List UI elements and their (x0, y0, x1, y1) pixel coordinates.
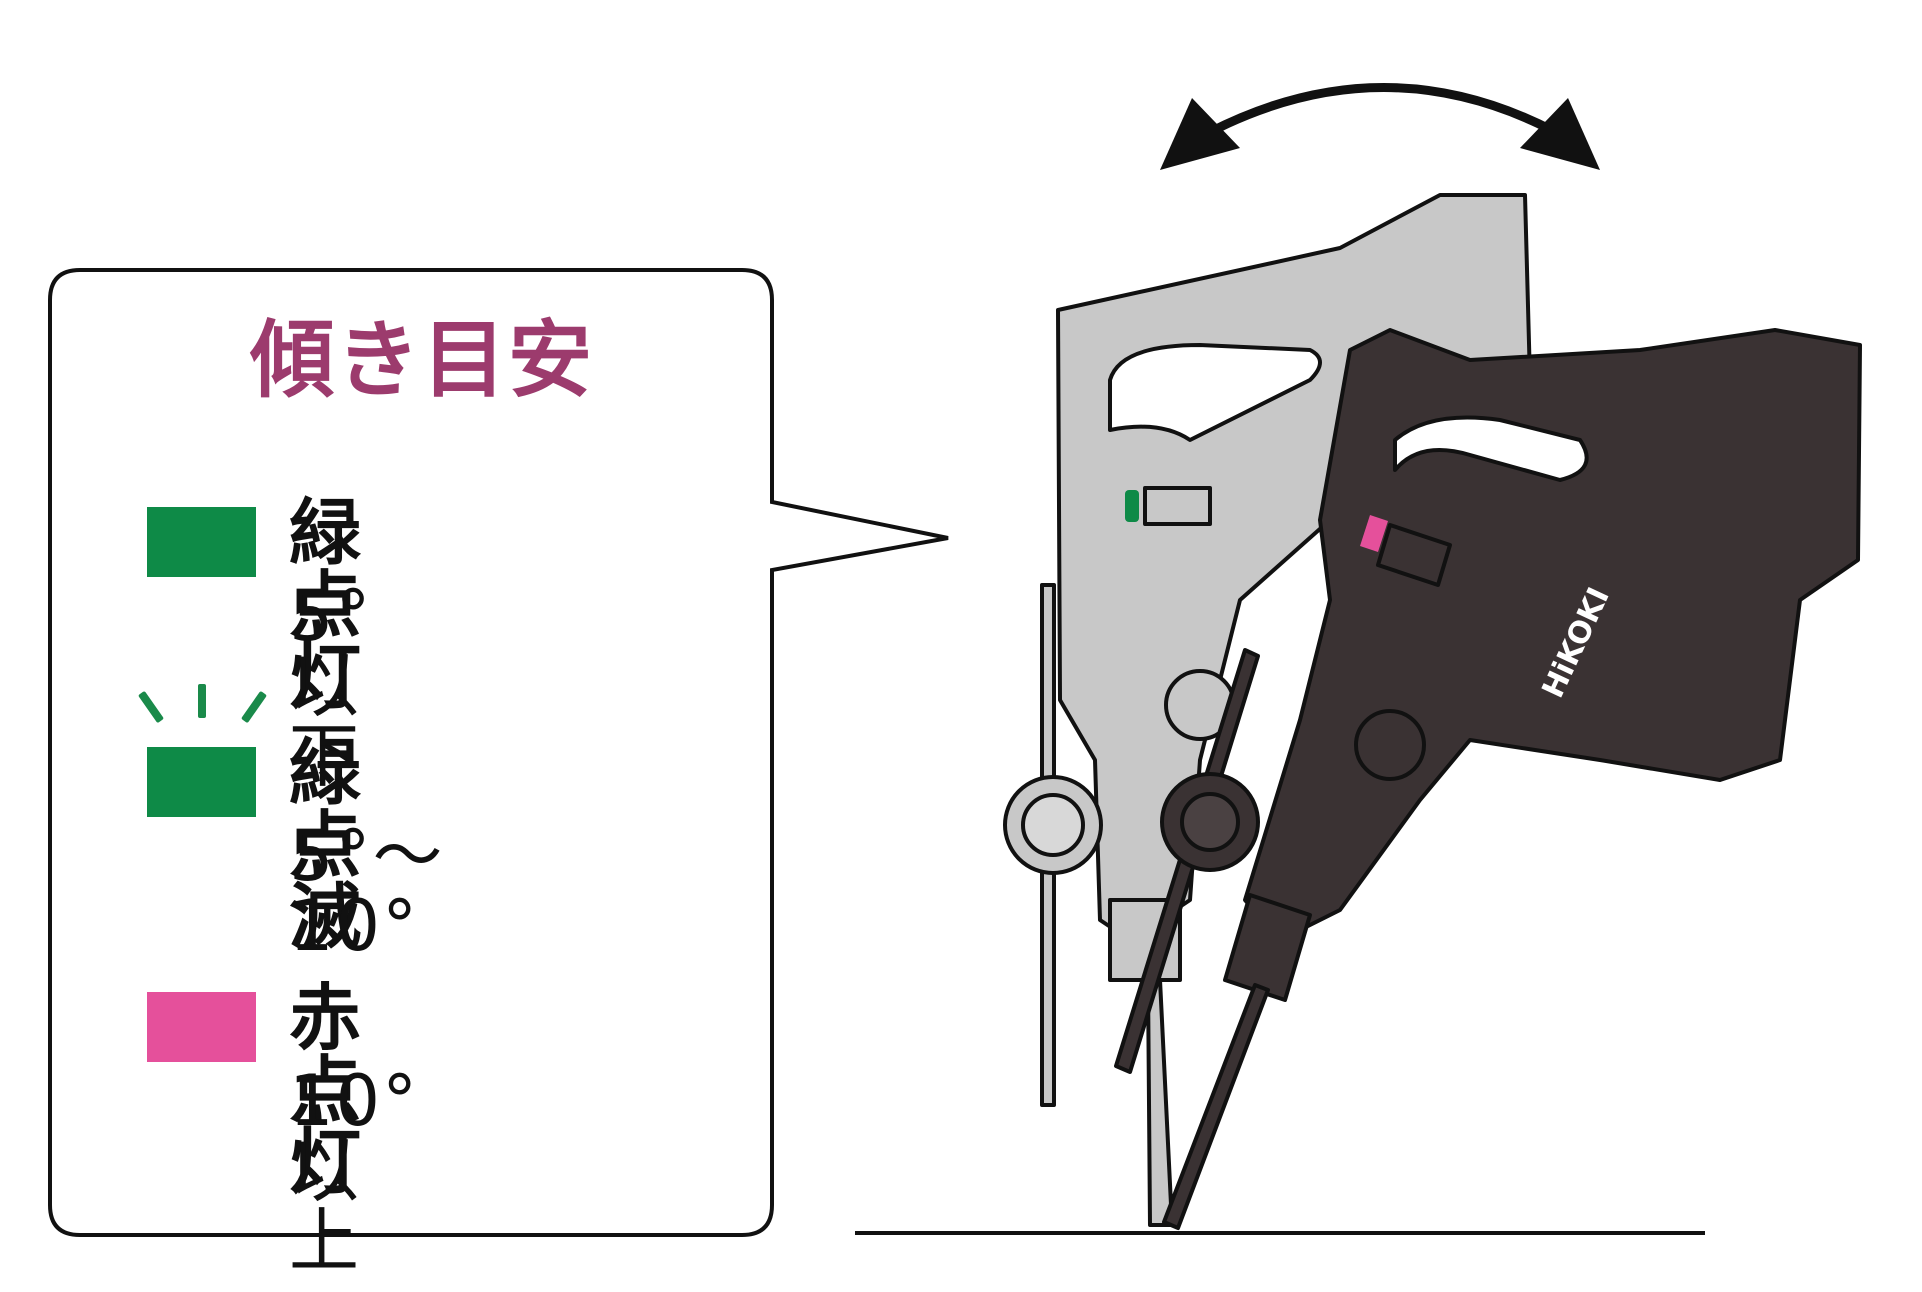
pink-swatch (147, 992, 256, 1062)
tilted-drill (1114, 328, 1862, 1230)
green-swatch (147, 747, 256, 817)
tilted-led (1360, 515, 1388, 552)
legend-range: 5°〜10° (289, 815, 445, 967)
callout-box (48, 268, 949, 1237)
legend-state: 緑点灯 (289, 491, 366, 719)
tilt-arrow-right-head (1520, 98, 1600, 170)
green-swatch (147, 507, 256, 577)
legend-title: 傾き目安 (250, 311, 595, 409)
legend-range: 5° 以下 (289, 575, 373, 797)
tilt-arrow-left-head (1160, 98, 1240, 170)
tilt-arrow (1190, 83, 1575, 145)
legend-state: 赤点灯 (289, 976, 366, 1204)
upright-led (1125, 490, 1139, 522)
blink-ray-center (198, 684, 206, 718)
legend-state: 緑点滅 (289, 731, 366, 959)
legend-range: 10° 以上 (289, 1060, 420, 1282)
